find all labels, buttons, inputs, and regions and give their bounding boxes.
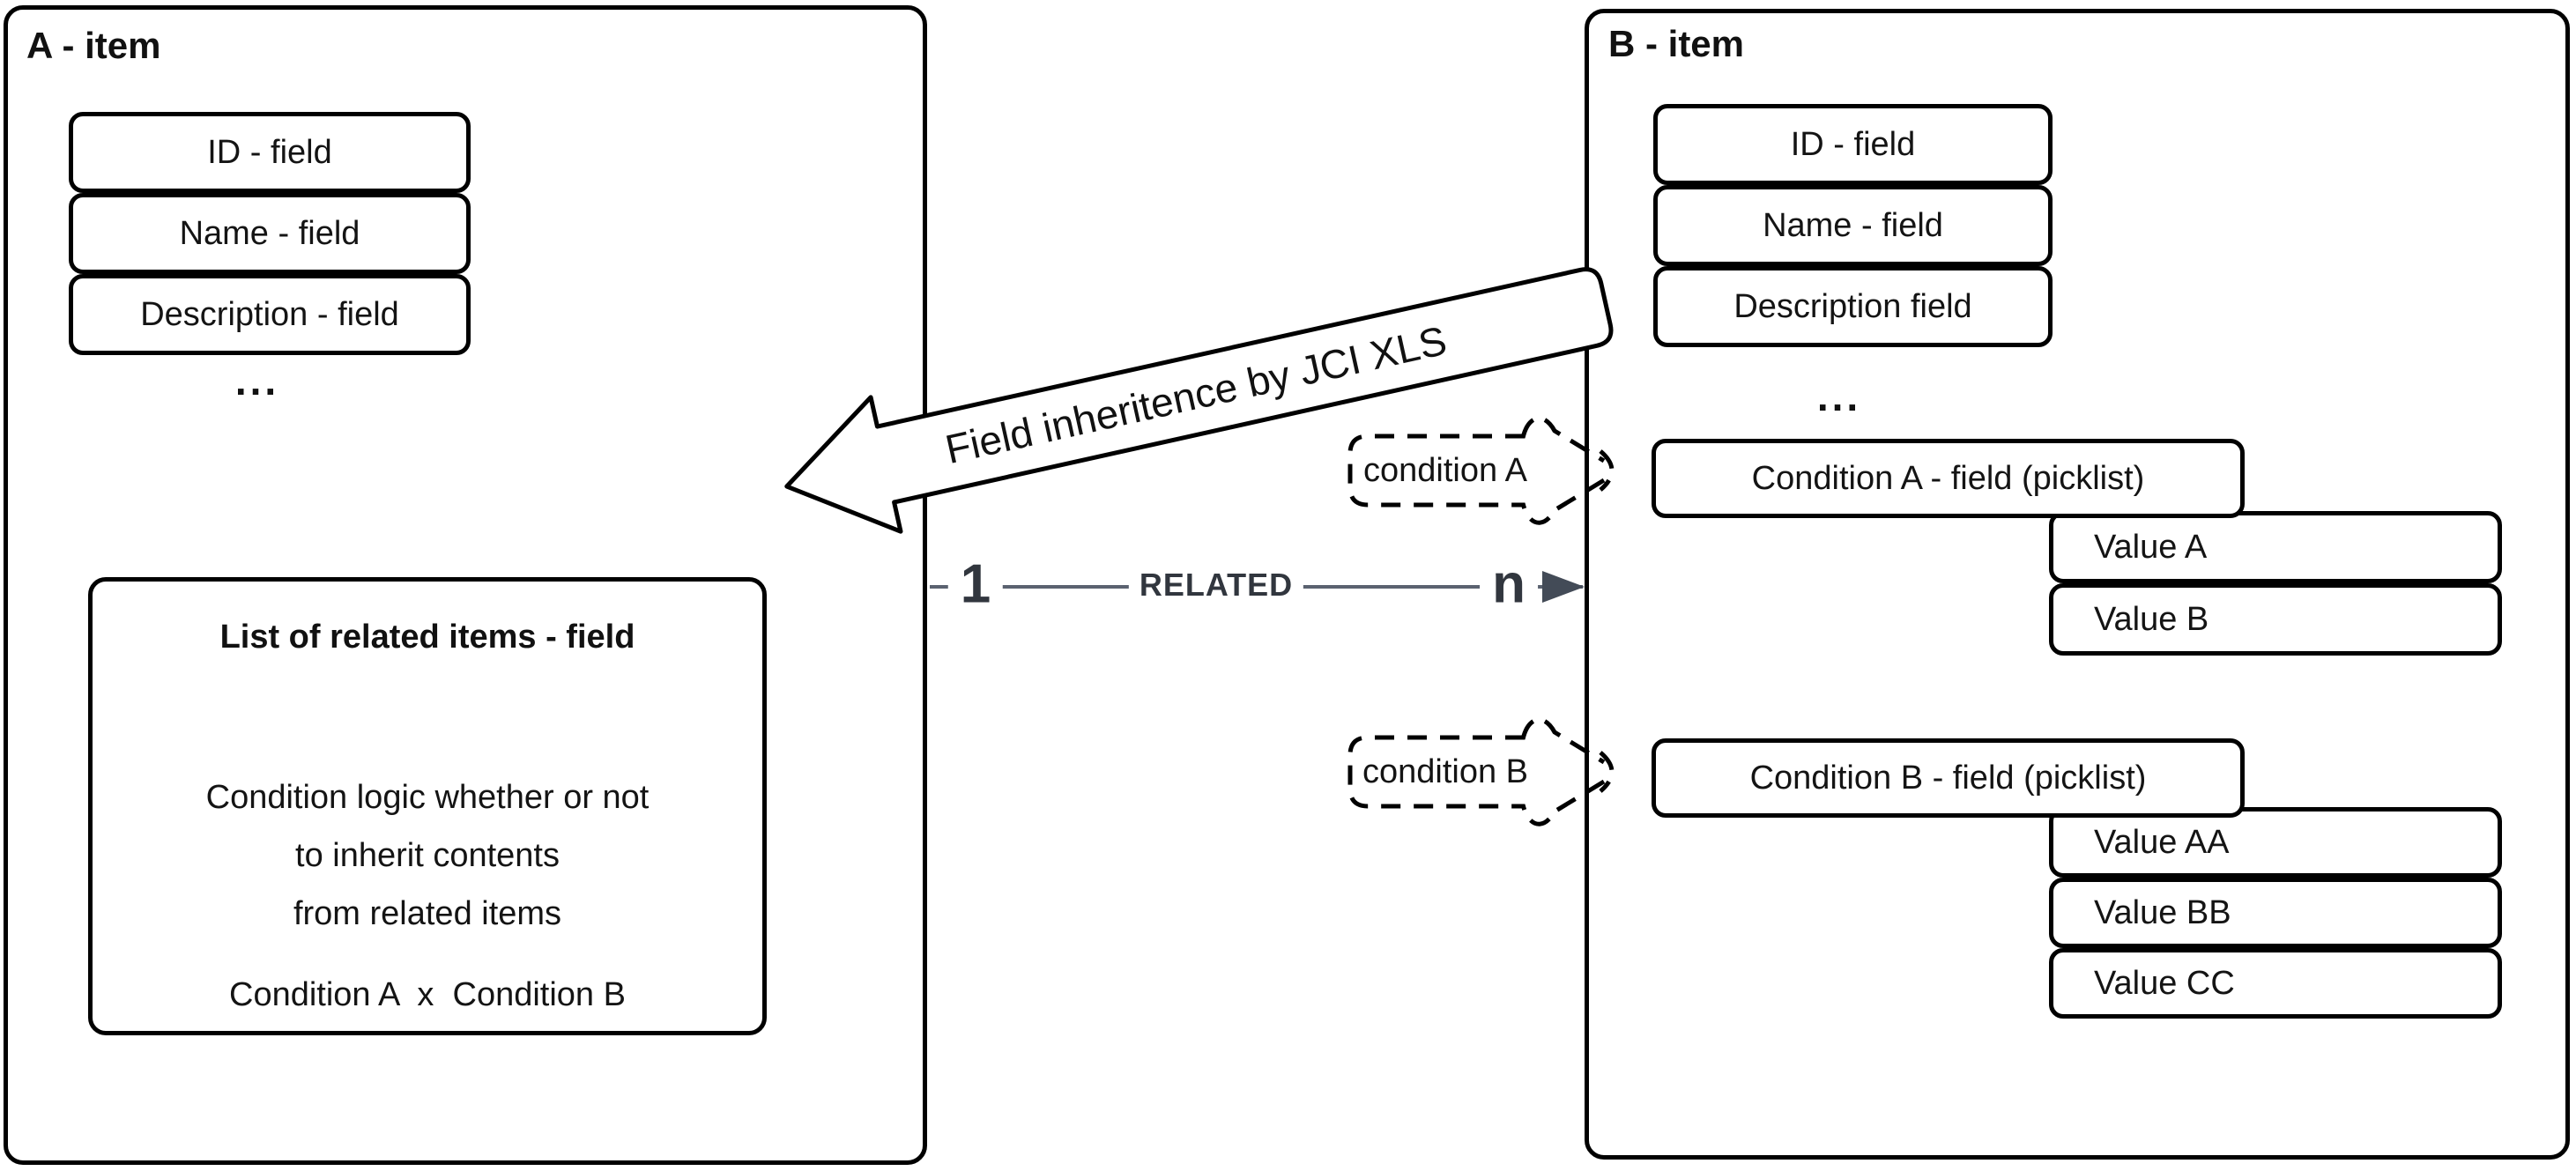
related-connector-arrowhead-icon [1542, 571, 1585, 603]
condition-b-callout-label: condition B [1362, 753, 1528, 790]
item-b-title: B - item [1608, 23, 1745, 64]
picklist-b-value-cc: Value CC [2049, 948, 2502, 1019]
list-box-title: List of related items - field [219, 619, 635, 656]
item-a-field-description: Description - field [69, 274, 471, 355]
cardinality-one: 1 [947, 552, 1004, 616]
relationship-label: RELATED [1128, 567, 1304, 604]
list-box-line-3: from related items [293, 895, 562, 932]
condition-a-callout: condition A [1347, 416, 1615, 525]
condition-a-callout-label: condition A [1363, 452, 1528, 489]
list-box-description: Condition logic whether or not to inheri… [93, 768, 762, 943]
picklist-b-value-bb: Value BB [2049, 878, 2502, 948]
picklist-b-value-aa: Value AA [2049, 807, 2502, 878]
item-b-field-description: Description field [1653, 266, 2053, 347]
condition-b-picklist-field: Condition B - field (picklist) [1652, 738, 2245, 818]
picklist-a-value-a: Value A [2049, 511, 2502, 583]
list-box-line-2: to inherit contents [295, 837, 560, 874]
item-a-ellipsis: ... [234, 358, 280, 404]
item-b-field-id: ID - field [1653, 104, 2053, 185]
list-of-related-items-box: List of related items - field Condition … [88, 577, 767, 1035]
condition-b-callout: condition B [1347, 717, 1615, 826]
item-a-field-id: ID - field [69, 112, 471, 193]
picklist-a-value-b: Value B [2049, 583, 2502, 656]
item-b-ellipsis: ... [1816, 374, 1862, 419]
list-box-line-1: Condition logic whether or not [205, 779, 650, 816]
item-a-field-name: Name - field [69, 193, 471, 274]
condition-b-callout-box [1347, 735, 1525, 809]
field-inheritance-arrow-label: Field inheritence by JCI XLS [941, 317, 1451, 472]
condition-formula: Condition A x Condition B [229, 976, 626, 1013]
cardinality-n: n [1480, 552, 1538, 616]
item-b-field-name: Name - field [1653, 185, 2053, 266]
item-a-title: A - item [26, 25, 161, 66]
condition-a-callout-box [1347, 434, 1525, 508]
condition-a-picklist-field: Condition A - field (picklist) [1652, 439, 2245, 518]
